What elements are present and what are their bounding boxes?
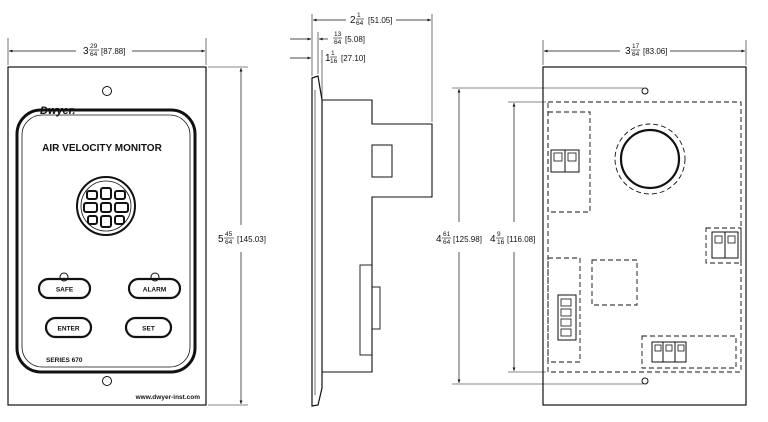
front-width-dimension: [7, 38, 207, 65]
front-view: [7, 66, 207, 406]
side-connector: [371, 144, 393, 178]
svg-text:64: 64: [90, 51, 98, 58]
svg-text:64: 64: [632, 51, 640, 58]
side-plate: [311, 75, 323, 407]
side-plate-dimension: [290, 32, 328, 74]
faceplate-outline: [15, 108, 197, 374]
back-view: [542, 66, 747, 406]
svg-text:1: 1: [331, 50, 335, 57]
svg-text:2: 2: [350, 15, 356, 26]
enter-button[interactable]: [44, 316, 93, 339]
svg-text:[27.10]: [27.10]: [341, 54, 365, 63]
svg-text:1: 1: [325, 53, 331, 64]
svg-text:[5.08]: [5.08]: [345, 35, 365, 44]
front-height-dimension: [208, 66, 248, 406]
terminal-left-outline: [547, 257, 581, 363]
side-overall-dimension: [311, 14, 433, 122]
back-bottom-hole: [641, 377, 649, 385]
back-top-hole: [641, 87, 649, 95]
svg-text:16: 16: [497, 239, 505, 246]
back-height-inner-dimension: [508, 101, 546, 373]
side-body: [322, 99, 433, 373]
side-clip: [359, 264, 373, 356]
svg-text:3: 3: [83, 46, 89, 57]
svg-text:[51.05]: [51.05]: [368, 16, 392, 25]
speaker-grille: [76, 176, 136, 236]
svg-text:45: 45: [225, 231, 233, 238]
connector-right-outline: [705, 227, 742, 264]
terminal-left: [557, 294, 577, 341]
svg-text:17: 17: [632, 43, 640, 50]
svg-text:3: 3: [625, 46, 631, 57]
back-height-outer-dimension: [452, 87, 643, 385]
buzzer-outline: [614, 123, 686, 195]
enter-button-label: ENTER: [57, 326, 79, 333]
side-overall-label: 2 1 64 [51.05]: [350, 12, 392, 27]
set-button-label: SET: [142, 326, 155, 333]
safe-button-label: SAFE: [56, 287, 74, 294]
connector-bottom-outline: [641, 335, 737, 369]
back-height-inner-label: 4 9 16 [116.08]: [490, 231, 535, 246]
svg-text:64: 64: [334, 39, 342, 46]
side-bezel-label: 1 1 16 [27.10]: [325, 50, 365, 65]
svg-text:64: 64: [443, 239, 451, 246]
svg-text:[116.08]: [116.08]: [507, 235, 535, 244]
device-title: AIR VELOCITY MONITOR: [42, 143, 162, 154]
svg-text:61: 61: [443, 231, 451, 238]
series-label: SERIES 670: [46, 357, 83, 364]
svg-text:4: 4: [490, 234, 496, 245]
top-screw-hole: [102, 86, 112, 96]
side-view: [311, 75, 433, 407]
svg-text:5: 5: [218, 234, 224, 245]
side-bezel-dimension: [290, 50, 323, 98]
back-width-label: 3 17 64 [83.06]: [625, 43, 667, 58]
center-chip: [591, 259, 638, 306]
svg-text:4: 4: [436, 234, 442, 245]
set-button[interactable]: [124, 316, 173, 339]
alarm-button[interactable]: [127, 272, 182, 300]
connector-top-left-outline: [547, 111, 591, 213]
alarm-button-label: ALARM: [143, 287, 166, 294]
brand-logo: Dwyer.: [40, 105, 75, 117]
buzzer-icon: [619, 128, 681, 190]
front-plate: [7, 66, 207, 406]
svg-text:16: 16: [330, 58, 338, 65]
website-label: www.dwyer-inst.com: [135, 394, 201, 401]
svg-text:64: 64: [225, 239, 233, 246]
svg-text:[125.98]: [125.98]: [453, 235, 482, 244]
back-height-outer-label: 4 61 64 [125.98]: [436, 231, 482, 246]
svg-text:[145.03]: [145.03]: [237, 235, 266, 244]
svg-text:1: 1: [357, 12, 361, 19]
side-plate-label: 13 64 [5.08]: [333, 31, 365, 46]
side-tab: [371, 286, 381, 330]
svg-text:9: 9: [497, 231, 501, 238]
connector-bottom: [651, 341, 687, 363]
back-plate: [542, 66, 747, 406]
front-height-label: 5 45 64 [145.03]: [218, 231, 266, 246]
back-width-dimension: [542, 40, 747, 65]
safe-button[interactable]: [37, 272, 92, 300]
svg-text:64: 64: [356, 20, 364, 27]
svg-text:[87.88]: [87.88]: [101, 47, 125, 56]
front-width-label: 3 29 64 [87.88]: [83, 43, 125, 58]
svg-text:[83.06]: [83.06]: [643, 47, 667, 56]
faceplate-inner: [21, 114, 191, 368]
svg-text:13: 13: [334, 31, 342, 38]
svg-text:29: 29: [90, 43, 98, 50]
bottom-screw-hole: [102, 376, 112, 386]
